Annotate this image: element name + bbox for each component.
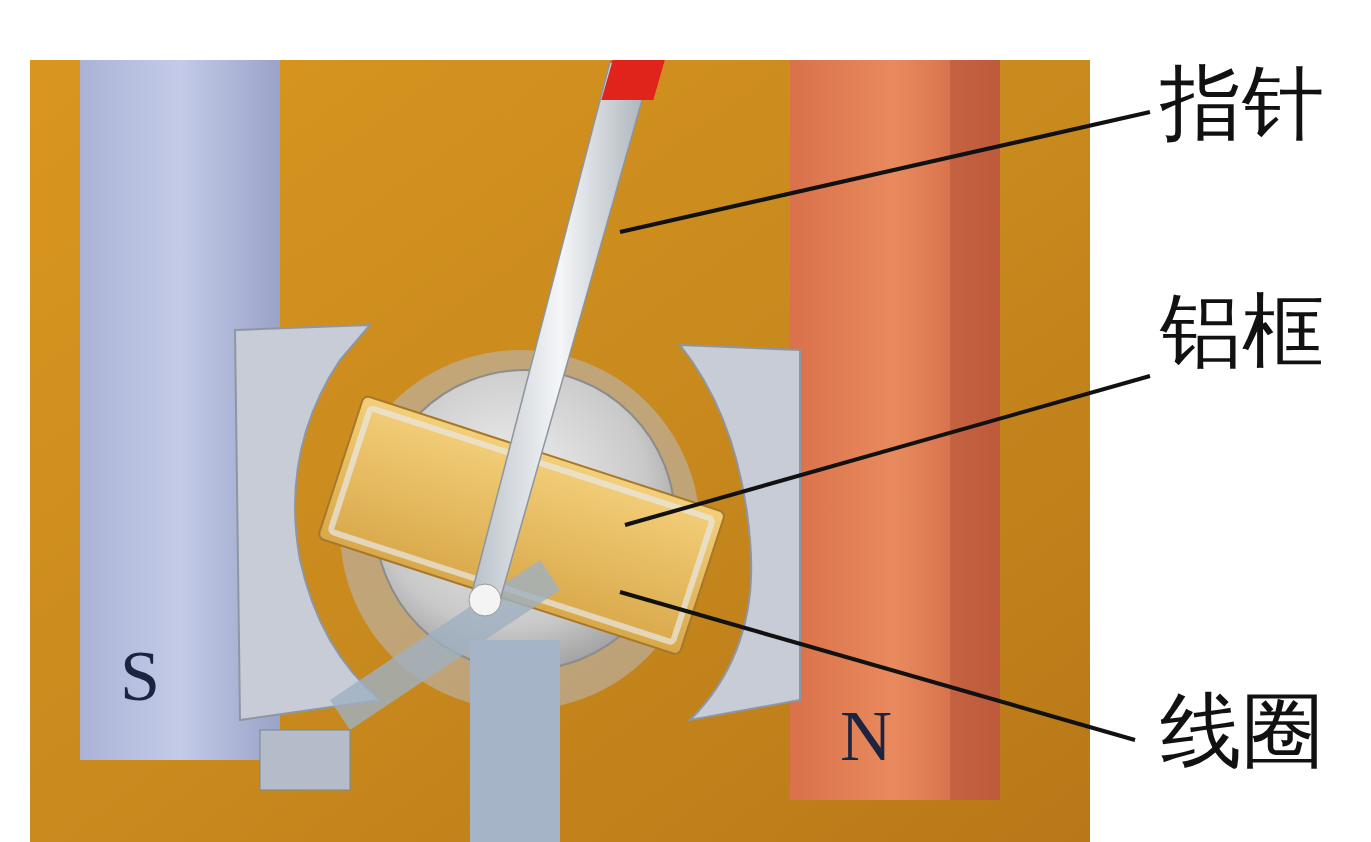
leader-line [620, 112, 1150, 232]
pole-letter: S [120, 640, 160, 712]
part-name: 指针 [1160, 62, 1324, 144]
pole-letter: N [840, 700, 892, 772]
background-panel [30, 60, 1090, 842]
pointer [470, 62, 650, 600]
pointer-tip [601, 60, 664, 100]
support-post [470, 640, 560, 842]
leader-line [625, 376, 1150, 525]
part-name: 线圈 [1160, 690, 1324, 772]
part-name: 铝框 [1160, 290, 1324, 372]
pivot [469, 584, 501, 616]
terminal [260, 730, 350, 790]
